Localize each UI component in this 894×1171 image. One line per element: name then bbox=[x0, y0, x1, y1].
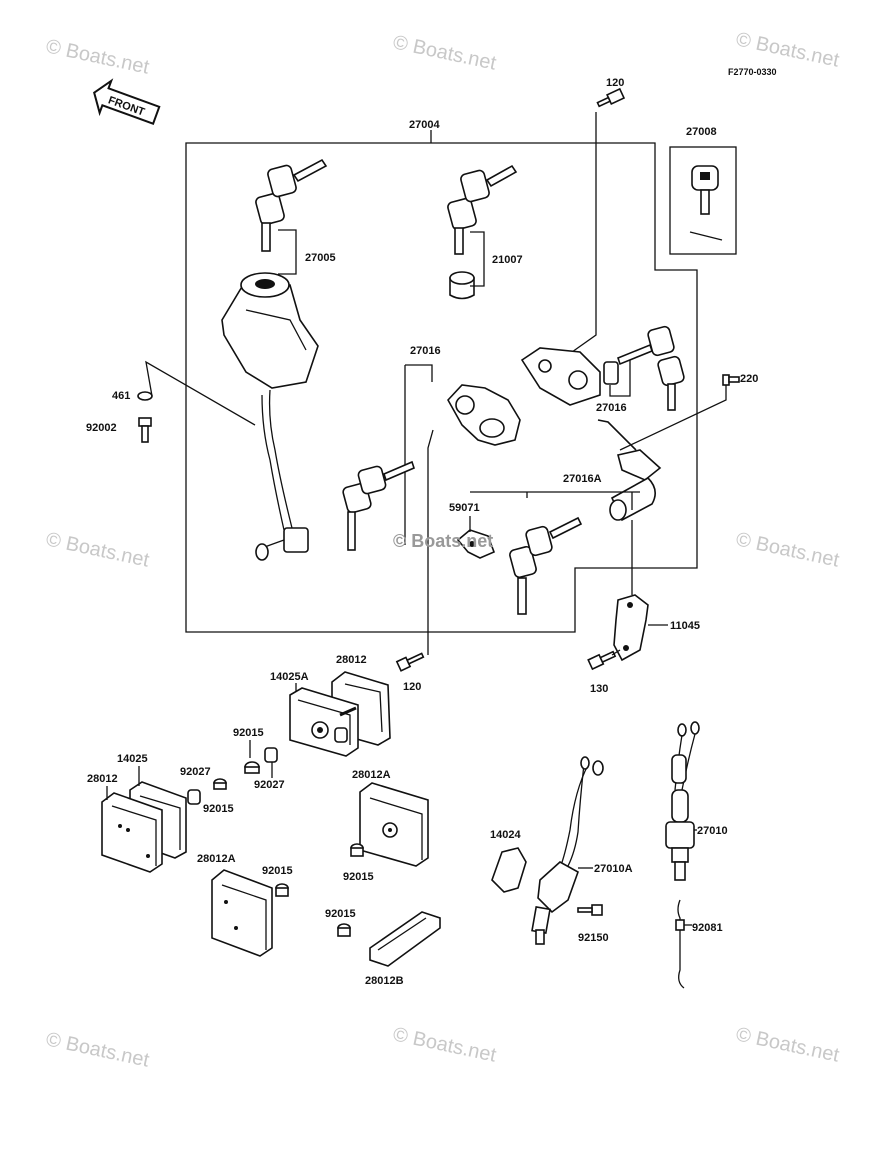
bolt-92002-icon bbox=[138, 417, 152, 443]
front-arrow-icon: FRONT bbox=[93, 78, 161, 125]
key-pair-27016-right-icon bbox=[617, 325, 685, 411]
label-14024: 14024 bbox=[490, 829, 521, 841]
helmet-lock-27016A-icon bbox=[597, 419, 662, 522]
key-pair-27005-icon bbox=[255, 158, 328, 252]
label-92015-c: 92015 bbox=[343, 871, 374, 883]
watermark: © Boats.net bbox=[44, 528, 152, 571]
spacer-92027-b-icon bbox=[187, 789, 201, 805]
label-27016A: 27016A bbox=[563, 473, 602, 485]
nut-92015-c-icon bbox=[350, 843, 364, 857]
reflector-28012A-center-icon bbox=[359, 782, 429, 867]
nut-92015-e-icon bbox=[337, 923, 351, 937]
watermark: © Boats.net bbox=[391, 31, 499, 74]
label-92015-b: 92015 bbox=[203, 803, 234, 815]
label-27010A: 27010A bbox=[594, 863, 633, 875]
label-27010: 27010 bbox=[697, 825, 728, 837]
key-pair-27016A-icon bbox=[509, 516, 583, 615]
switch-27010A-icon bbox=[531, 756, 604, 945]
label-11045: 11045 bbox=[670, 620, 700, 632]
label-59071: 59071 bbox=[449, 502, 480, 514]
label-28012A-center: 28012A bbox=[352, 769, 391, 781]
key-pair-27016-center-icon bbox=[342, 460, 415, 551]
label-130: 130 bbox=[590, 683, 608, 695]
label-28012-left: 28012 bbox=[87, 773, 118, 785]
watermark-center: © Boats.net bbox=[393, 531, 493, 551]
key-pair-21007-icon bbox=[447, 164, 518, 255]
label-92027-a: 92027 bbox=[254, 779, 285, 791]
label-27016-right: 27016 bbox=[596, 402, 627, 414]
label-120-bottom: 120 bbox=[403, 681, 421, 693]
nut-92015-d-icon bbox=[275, 883, 289, 897]
screw-220-icon bbox=[722, 374, 740, 386]
screw-92150-icon bbox=[577, 904, 603, 916]
bolt-120-top-icon bbox=[596, 87, 626, 108]
label-461: 461 bbox=[112, 390, 130, 402]
label-21007: 21007 bbox=[492, 254, 523, 266]
reflector-bracket-14025A-icon bbox=[289, 687, 359, 757]
label-27004: 27004 bbox=[409, 119, 440, 131]
label-27016-center: 27016 bbox=[410, 345, 441, 357]
switch-27010-icon bbox=[665, 721, 700, 881]
watermark: © Boats.net bbox=[44, 35, 152, 78]
reflector-28012A-left-icon bbox=[211, 869, 273, 957]
label-92015-e: 92015 bbox=[325, 908, 356, 920]
label-92081: 92081 bbox=[692, 922, 723, 934]
reflector-28012B-icon bbox=[369, 911, 441, 967]
watermark: © Boats.net bbox=[734, 28, 842, 71]
label-120-top: 120 bbox=[606, 77, 624, 89]
label-28012B: 28012B bbox=[365, 975, 404, 987]
nut-92015-b-icon bbox=[213, 778, 227, 790]
watermark: © Boats.net bbox=[734, 1023, 842, 1066]
ignition-switch-icon bbox=[221, 272, 319, 561]
watermark: © Boats.net bbox=[734, 528, 842, 571]
reference-code: F2770-0330 bbox=[728, 67, 777, 77]
assembly-frame-27004 bbox=[185, 142, 698, 633]
seat-lock-27016-center-icon bbox=[447, 384, 521, 446]
label-14025: 14025 bbox=[117, 753, 148, 765]
label-27005: 27005 bbox=[305, 252, 336, 264]
label-92015-a: 92015 bbox=[233, 727, 264, 739]
bracket-11045-icon bbox=[613, 594, 649, 662]
seat-lock-27016-right-icon bbox=[520, 347, 619, 406]
label-27008: 27008 bbox=[686, 126, 717, 138]
washer-461-icon bbox=[137, 391, 153, 401]
boot-14024-icon bbox=[491, 847, 527, 893]
spacer-92027-a-icon bbox=[264, 747, 278, 763]
bolt-120-bottom-icon bbox=[395, 652, 425, 672]
spring-92081-icon bbox=[675, 899, 685, 989]
reflector-28012-left-icon bbox=[101, 792, 163, 873]
watermark: © Boats.net bbox=[44, 1028, 152, 1071]
label-92002: 92002 bbox=[86, 422, 117, 434]
label-220: 220 bbox=[740, 373, 758, 385]
label-92150: 92150 bbox=[578, 932, 609, 944]
label-28012A-left: 28012A bbox=[197, 853, 236, 865]
nut-92015-a-icon bbox=[244, 761, 260, 774]
lock-cylinder-21007-icon bbox=[449, 271, 475, 300]
watermark: © Boats.net bbox=[391, 1023, 499, 1066]
key-box-27008 bbox=[669, 146, 737, 255]
label-92027-b: 92027 bbox=[180, 766, 211, 778]
label-14025A: 14025A bbox=[270, 671, 309, 683]
label-28012-top: 28012 bbox=[336, 654, 367, 666]
blank-key-icon bbox=[689, 165, 723, 241]
bolt-130-icon bbox=[587, 650, 617, 671]
label-92015-d: 92015 bbox=[262, 865, 293, 877]
